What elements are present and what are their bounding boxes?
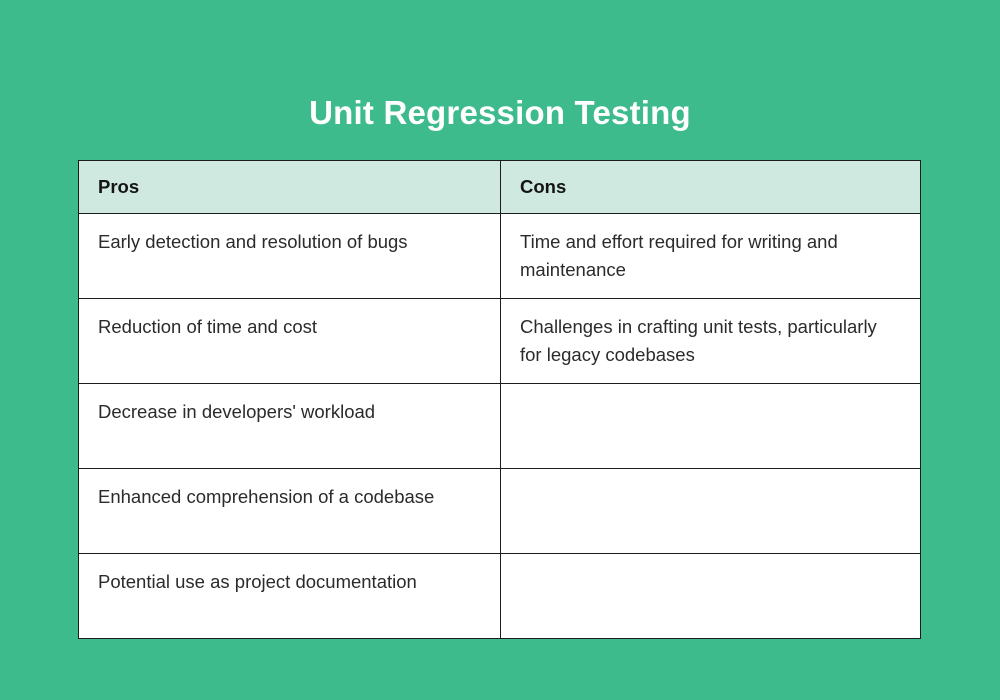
table-header: Pros Cons <box>78 160 921 214</box>
cell-pros: Enhanced comprehension of a codebase <box>78 468 501 554</box>
table-row: Enhanced comprehension of a codebase <box>78 468 921 554</box>
cell-text: Enhanced comprehension of a codebase <box>98 486 435 507</box>
table-header-row: Pros Cons <box>78 160 921 214</box>
cell-text: Time and effort required for writing and… <box>520 231 838 280</box>
cell-text <box>520 398 902 399</box>
cell-pros: Reduction of time and cost <box>78 298 501 384</box>
table-row: Potential use as project documentation <box>78 553 921 639</box>
cell-cons <box>500 468 921 554</box>
table-row: Reduction of time and cost Challenges in… <box>78 298 921 384</box>
cell-cons: Challenges in crafting unit tests, parti… <box>500 298 921 384</box>
cell-cons <box>500 553 921 639</box>
table-row: Decrease in developers' workload <box>78 383 921 469</box>
cell-text: Decrease in developers' workload <box>98 401 376 422</box>
cell-text <box>520 483 902 484</box>
cell-pros: Potential use as project documentation <box>78 553 501 639</box>
column-header-pros: Pros <box>78 160 501 214</box>
cell-cons: Time and effort required for writing and… <box>500 213 921 299</box>
pros-cons-table: Pros Cons Early detection and resolution… <box>78 160 921 639</box>
cell-text: Challenges in crafting unit tests, parti… <box>520 316 877 365</box>
cell-text <box>520 568 902 569</box>
cell-text: Reduction of time and cost <box>98 316 318 337</box>
pros-cons-table-container: Pros Cons Early detection and resolution… <box>78 160 921 639</box>
cell-text: Potential use as project documentation <box>98 571 417 592</box>
column-header-cons: Cons <box>500 160 921 214</box>
page-title: Unit Regression Testing <box>309 94 691 132</box>
cell-cons <box>500 383 921 469</box>
table-row: Early detection and resolution of bugs T… <box>78 213 921 299</box>
cell-text: Early detection and resolution of bugs <box>98 231 408 252</box>
cell-pros: Decrease in developers' workload <box>78 383 501 469</box>
cell-pros: Early detection and resolution of bugs <box>78 213 501 299</box>
table-body: Early detection and resolution of bugs T… <box>78 213 921 639</box>
